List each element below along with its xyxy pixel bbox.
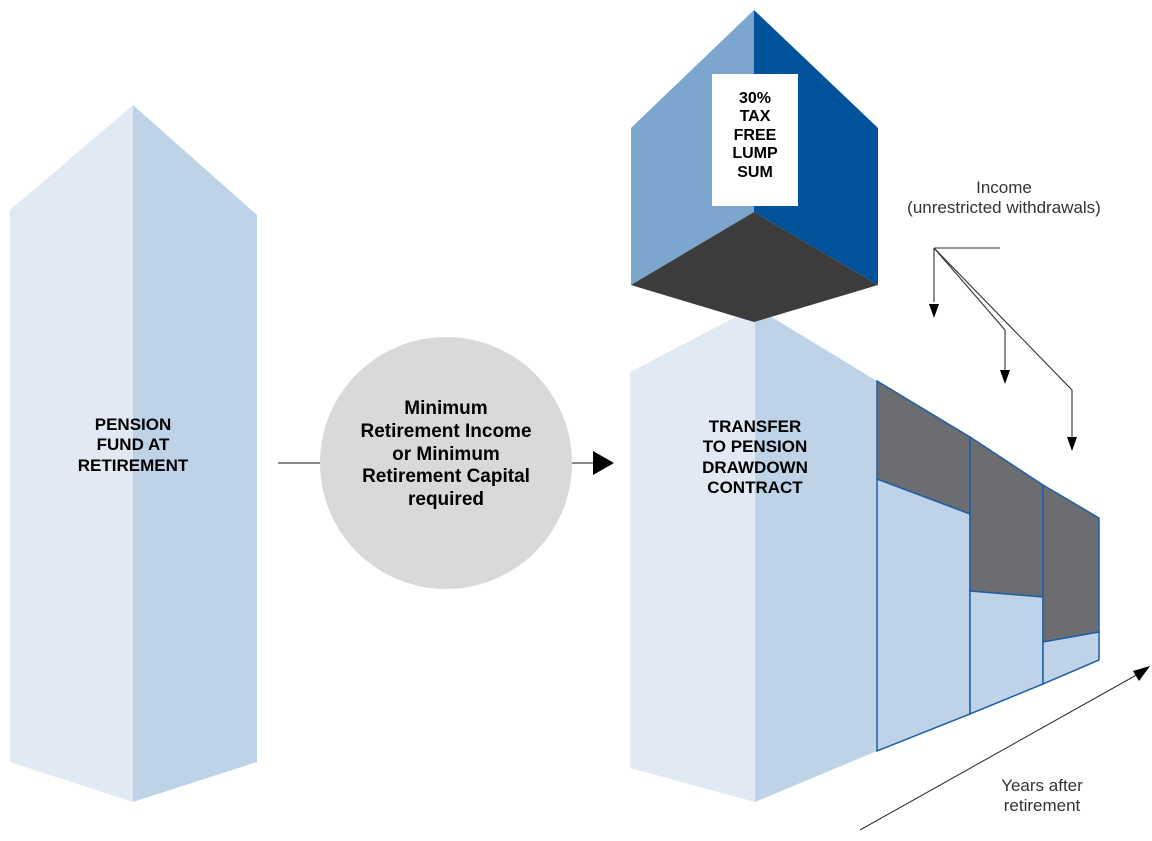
- income-label-line-1: Income: [976, 178, 1032, 197]
- lump-sum-cube: [631, 10, 878, 322]
- income-arrowhead-3: [1067, 437, 1077, 451]
- years-axis-line: [859, 672, 1141, 831]
- segment-3-withdrawn: [1042, 483, 1100, 643]
- pension-fund-column: [10, 105, 257, 802]
- income-arrowhead-2: [1000, 370, 1010, 384]
- transfer-label-line-3: DRAWDOWN: [702, 457, 808, 477]
- segment-2-withdrawn: [969, 435, 1044, 598]
- pension-fund-label-line-3: RETIREMENT: [77, 455, 189, 475]
- income-pointer-line-2: [933, 247, 1006, 370]
- pension-fund-label-line-2: FUND AT: [96, 435, 170, 455]
- flow-arrowhead: [593, 451, 614, 475]
- flow-arrow: [278, 451, 614, 475]
- transfer-label-line-4: CONTRACT: [707, 478, 803, 498]
- lump-sum-label-box: [712, 74, 798, 206]
- minimum-requirement-line-3: or Minimum: [392, 443, 500, 465]
- years-after-retirement-label: Years after retirement: [982, 776, 1102, 817]
- segment-2-remaining: [969, 590, 1044, 716]
- pension-fund-left-face: [10, 105, 133, 802]
- transfer-label-line-1: TRANSFER: [708, 417, 802, 436]
- minimum-requirement-line-1: Minimum: [404, 398, 488, 419]
- tax-free-lump-sum-label: 30% TAX FREE LUMP SUM: [712, 90, 798, 182]
- years-label-line-2: retirement: [1003, 796, 1081, 816]
- lump-sum-line-1: 30%: [738, 90, 772, 107]
- years-label-line-1: Years after: [1001, 776, 1083, 795]
- segment-1-remaining: [876, 477, 971, 753]
- pension-fund-right-face: [133, 105, 257, 802]
- pension-fund-label-line-1: PENSION: [94, 415, 172, 434]
- pension-fund-label: PENSION FUND AT RETIREMENT: [50, 415, 216, 476]
- segment-3-remaining: [1042, 631, 1100, 686]
- drawdown-left-face: [630, 307, 755, 802]
- transfer-label-line-2: TO PENSION: [702, 437, 808, 457]
- years-axis: [859, 666, 1150, 831]
- income-label: Income (unrestricted withdrawals): [878, 178, 1130, 219]
- drawdown-right-face: [755, 307, 877, 802]
- income-label-line-2: (unrestricted withdrawals): [907, 198, 1101, 218]
- lump-sum-line-4: LUMP: [732, 145, 778, 163]
- income-arrowheads: [929, 304, 1077, 451]
- cube-bottom-face: [631, 212, 878, 322]
- lump-sum-line-3: FREE: [733, 126, 777, 144]
- lump-sum-line-2: TAX: [739, 108, 771, 126]
- transfer-label: TRANSFER TO PENSION DRAWDOWN CONTRACT: [680, 417, 830, 499]
- years-axis-arrowhead: [1133, 666, 1150, 681]
- lump-sum-line-5: SUM: [737, 163, 773, 181]
- income-arrowhead-1: [929, 304, 939, 318]
- minimum-requirement-line-2: Retirement Income: [360, 420, 532, 442]
- income-pointers: [933, 247, 1073, 437]
- drawdown-contract-column: [630, 307, 877, 802]
- minimum-requirement-line-5: required: [407, 489, 485, 511]
- minimum-requirement-label: Minimum Retirement Income or Minimum Ret…: [326, 398, 566, 512]
- minimum-requirement-circle: [320, 337, 572, 589]
- income-pointer-line-3: [933, 247, 1073, 437]
- minimum-requirement-line-4: Retirement Capital: [362, 466, 530, 488]
- drawdown-segments: [876, 379, 1100, 753]
